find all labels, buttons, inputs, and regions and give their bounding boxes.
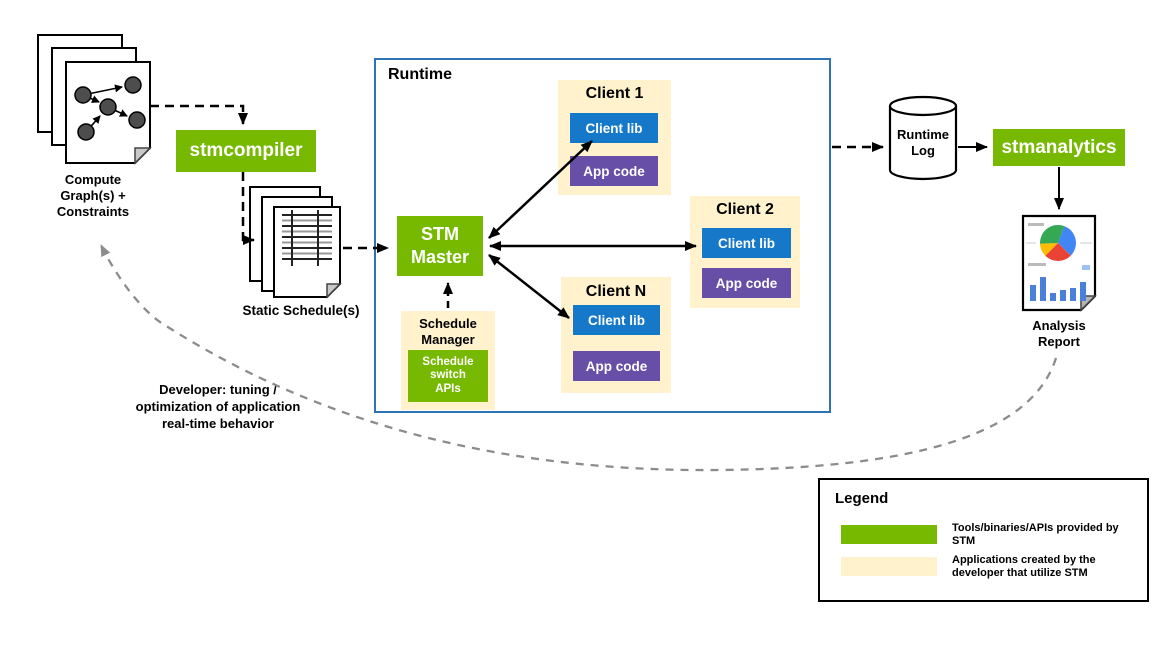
compute-graph-label: Compute Graph(s) + Constraints (56, 172, 130, 219)
schedule-switch-apis-box: Schedule switch APIs (408, 350, 488, 402)
static-schedule-icon (249, 186, 342, 299)
arrow-graph-to-stmcompiler (150, 104, 248, 125)
stmanalytics-box: stmanalytics (993, 129, 1125, 166)
client-1-app-code-label: App code (583, 163, 645, 179)
client-2-app-code-box: App code (702, 268, 791, 298)
client-card-1: Client 1 Client lib App code (558, 80, 671, 195)
client-2-title: Client 2 (716, 201, 774, 218)
client-1-lib-box: Client lib (570, 113, 658, 143)
schedule-switch-apis-label: Schedule switch APIs (422, 355, 474, 395)
client-n-title: Client N (585, 283, 647, 300)
stmcompiler-box: stmcompiler (176, 130, 316, 172)
legend-item-text-tools: Tools/binaries/APIs provided by STM (952, 522, 1119, 547)
client-n-lib-label: Client lib (588, 312, 645, 328)
analysis-report-label: Analysis Report (1032, 318, 1086, 349)
client-2-lib-label: Client lib (718, 235, 775, 251)
client-n-app-code-box: App code (573, 351, 660, 381)
legend-box: Legend Tools/binaries/APIs provided by S… (818, 478, 1149, 602)
client-card-n: Client N Client lib App code (561, 277, 671, 393)
client-1-title: Client 1 (585, 85, 644, 102)
client-2-app-code-label: App code (715, 275, 778, 291)
static-schedule-label: Static Schedule(s) (242, 303, 360, 318)
runtime-log-label: Runtime Log (897, 127, 949, 158)
schedule-manager-title: Schedule Manager (419, 316, 477, 347)
stm-master-box: STM Master (397, 216, 483, 276)
compute-graph-icon (37, 34, 152, 165)
runtime-title: Runtime (388, 66, 452, 83)
client-1-app-code-box: App code (570, 156, 658, 186)
stmcompiler-label: stmcompiler (189, 140, 303, 161)
schedule-manager-card: Schedule Manager Schedule switch APIs (401, 311, 495, 410)
client-card-2: Client 2 Client lib App code (690, 196, 800, 308)
legend-swatch-stm-green (841, 525, 937, 544)
developer-note: Developer: tuning / optimization of appl… (135, 382, 301, 431)
legend-item-text-apps: Applications created by the developer th… (952, 554, 1096, 579)
analysis-report-icon (1021, 214, 1097, 312)
client-n-app-code-label: App code (585, 358, 648, 374)
client-1-lib-label: Client lib (585, 120, 643, 136)
runtime-log-icon (888, 95, 958, 181)
stm-master-label: STM Master (410, 224, 470, 267)
client-n-lib-box: Client lib (573, 305, 660, 335)
stmanalytics-label: stmanalytics (1001, 136, 1117, 158)
legend-title: Legend (835, 490, 889, 507)
legend-swatch-app-cream (841, 557, 937, 576)
client-2-lib-box: Client lib (702, 228, 791, 258)
